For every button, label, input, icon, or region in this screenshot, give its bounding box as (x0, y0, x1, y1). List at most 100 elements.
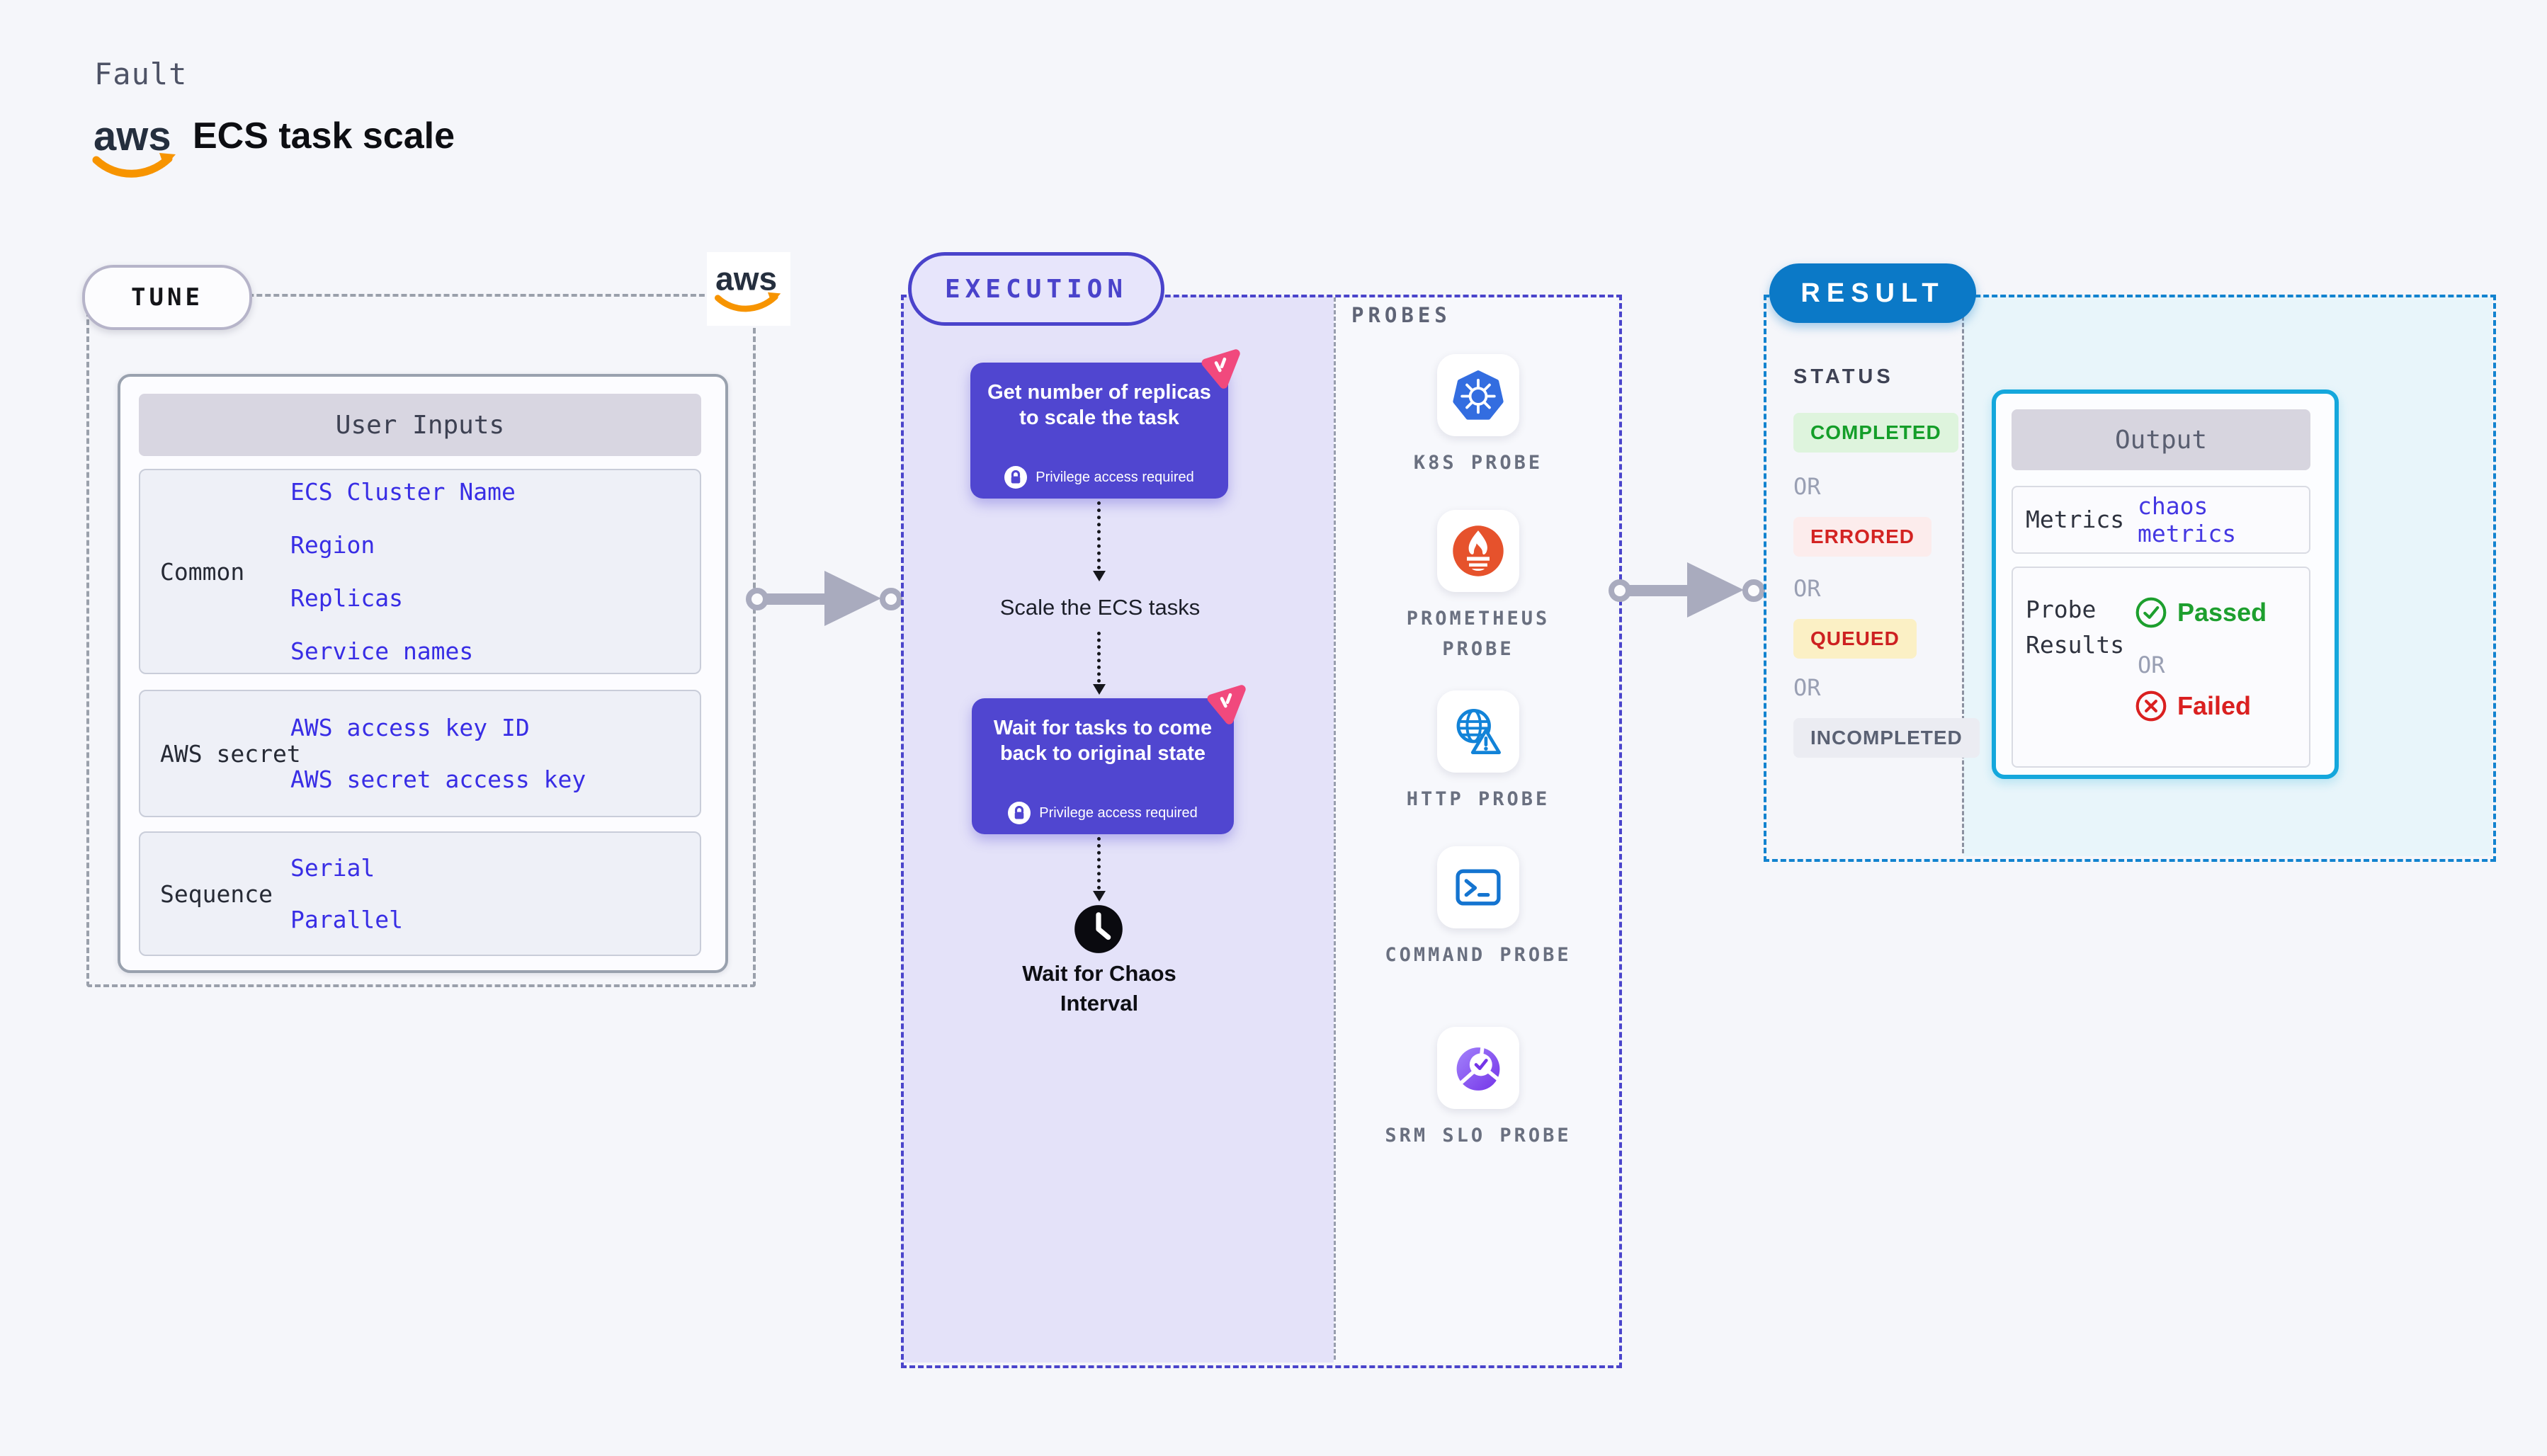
probe-results-label: Probe Results (2026, 596, 2125, 659)
status-chip-text: INCOMPLETED (1793, 718, 1980, 758)
dotted-arrowhead (1093, 891, 1106, 902)
failed-label: Failed (2177, 691, 2252, 720)
link-parallel[interactable]: Parallel (290, 906, 403, 933)
metrics-value-wrap: chaos metrics (2138, 487, 2309, 552)
status-chip-completed: COMPLETED (1793, 413, 1958, 453)
prometheus-icon (1453, 525, 1504, 576)
probe-label-command[interactable]: COMMAND PROBE (1385, 944, 1572, 966)
chaos-icon (1201, 349, 1240, 389)
tune-aws-logo-patch: aws (707, 252, 790, 326)
aws-logo-text: aws (93, 113, 171, 159)
step-title: Wait for tasks to come back to original … (993, 717, 1213, 766)
probe-card-command[interactable] (1437, 846, 1519, 928)
link-aws-access-key-id[interactable]: AWS access key ID (290, 714, 530, 741)
step-wait-original-state: Wait for tasks to come back to original … (972, 685, 1246, 834)
tune-aws-logo-icon: aws (714, 261, 781, 312)
probe-label-http[interactable]: HTTP PROBE (1406, 788, 1550, 810)
terminal-icon (1456, 869, 1501, 906)
link-replicas[interactable]: Replicas (290, 584, 403, 612)
dotted-arrowhead (1093, 571, 1106, 581)
dotted-connector (1097, 632, 1101, 683)
status-chip-incompleted: INCOMPLETED (1793, 718, 1980, 758)
output-row-probe-results: Probe Results Passed OR Failed (2012, 567, 2310, 768)
result-section-border (1764, 295, 2496, 862)
user-inputs-card: User Inputs Common ECS Cluster Name Regi… (118, 374, 728, 973)
link-ecs-cluster-name[interactable]: ECS Cluster Name (290, 478, 516, 506)
privilege-note: Privilege access required (970, 466, 1228, 489)
row-label: Sequence (160, 880, 273, 908)
user-inputs-row-common: Common ECS Cluster Name Region Replicas … (139, 469, 701, 674)
link-service-names[interactable]: Service names (290, 637, 474, 665)
metrics-label: Metrics (2026, 506, 2125, 534)
dotted-connector (1097, 837, 1101, 889)
output-card: Output Metrics chaos metrics Probe Resul… (1992, 389, 2339, 779)
chaos-metrics-link[interactable]: chaos metrics (2138, 492, 2237, 547)
user-inputs-header: User Inputs (139, 394, 701, 456)
tune-badge: TUNE (82, 265, 252, 330)
probe-card-k8s[interactable] (1437, 354, 1519, 436)
status-chip-text: ERRORED (1793, 517, 1932, 557)
privilege-note: Privilege access required (972, 802, 1234, 824)
execution-probes-divider (1334, 297, 1336, 1360)
dotted-arrowhead (1093, 684, 1106, 695)
or-separator: OR (1793, 473, 1821, 500)
globe-alert-icon (1456, 709, 1501, 754)
fault-kicker: Fault (94, 57, 188, 91)
probe-card-prometheus[interactable] (1437, 510, 1519, 592)
output-header: Output (2012, 409, 2310, 470)
dotted-connector (1097, 501, 1101, 569)
result-badge: RESULT (1769, 263, 1976, 323)
passed-label: Passed (2177, 598, 2267, 627)
aws-logo-icon: aws (92, 113, 176, 178)
probe-label-k8s[interactable]: K8S PROBE (1413, 452, 1543, 474)
result-status-divider (1962, 297, 1964, 853)
tune-section-border (86, 294, 756, 987)
row-links: Serial Parallel (290, 833, 403, 955)
or-separator: OR (2138, 652, 2165, 678)
status-label: STATUS (1793, 365, 1894, 388)
row-links: ECS Cluster Name Region Replicas Service… (290, 470, 516, 673)
chaos-icon (1207, 685, 1246, 724)
check-circle-icon (2135, 597, 2167, 628)
probe-label-prometheus[interactable]: PROMETHEUS PROBE (1406, 608, 1550, 661)
x-circle-icon (2135, 690, 2167, 722)
execution-badge: EXECUTION (908, 252, 1164, 326)
privilege-text: Privilege access required (1036, 469, 1194, 485)
row-label: Common (160, 557, 245, 586)
status-chip-errored: ERRORED (1793, 517, 1932, 557)
user-inputs-row-sequence: Sequence Serial Parallel (139, 831, 701, 956)
slo-gauge-icon (1456, 1046, 1500, 1091)
lock-icon (1004, 466, 1028, 489)
probes-bg (1334, 296, 1617, 1363)
output-row-metrics: Metrics chaos metrics (2012, 486, 2310, 554)
or-separator: OR (1793, 575, 1821, 602)
status-chip-text: QUEUED (1793, 619, 1917, 659)
probe-card-srm-slo[interactable] (1437, 1027, 1519, 1109)
wait-chaos-interval-label: Wait for Chaos Interval (1022, 961, 1176, 1016)
status-chip-queued: QUEUED (1793, 619, 1917, 659)
page-title: ECS task scale (193, 115, 455, 157)
kubernetes-icon (1453, 370, 1504, 420)
clock-icon (1074, 905, 1123, 953)
probes-title: PROBES (1351, 303, 1451, 327)
step-scale-tasks: Scale the ECS tasks (999, 595, 1201, 620)
step-get-replicas: Get number of replicas to scale the task… (970, 349, 1240, 499)
probe-label-srm-slo[interactable]: SRM SLO PROBE (1385, 1125, 1572, 1147)
link-serial[interactable]: Serial (290, 854, 375, 882)
execution-section-border (901, 295, 1622, 1368)
tune-aws-logo-text: aws (715, 261, 777, 297)
link-region[interactable]: Region (290, 531, 375, 559)
probe-card-http[interactable] (1437, 690, 1519, 773)
step-title: Get number of replicas to scale the task (987, 381, 1211, 430)
status-chip-text: COMPLETED (1793, 413, 1958, 453)
aws-logo: aws (91, 113, 180, 184)
passed-row: Passed (2135, 596, 2267, 629)
or-separator: OR (1793, 674, 1821, 701)
failed-row: Failed (2135, 690, 2251, 722)
arrow-execution-to-result (1609, 562, 1765, 618)
arrow-tune-to-execution (746, 571, 902, 626)
privilege-text: Privilege access required (1039, 804, 1198, 821)
row-links: AWS access key ID AWS secret access key (290, 691, 586, 816)
link-aws-secret-access-key[interactable]: AWS secret access key (290, 766, 586, 793)
